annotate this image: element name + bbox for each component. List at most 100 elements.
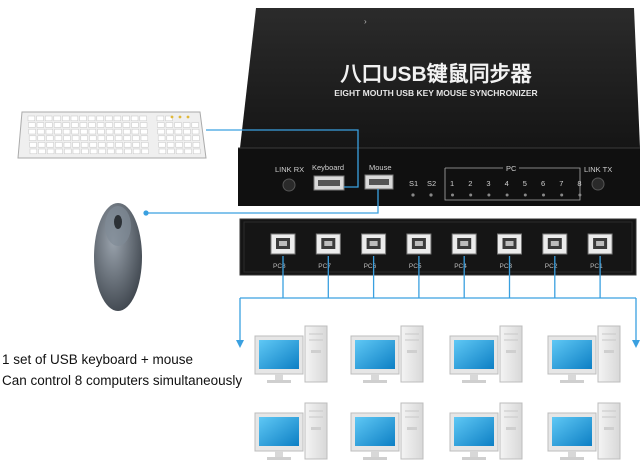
keyboard-key	[79, 122, 88, 128]
keyboard-key	[183, 135, 192, 141]
pc-indicator-number: 8	[577, 179, 581, 188]
back-port-label: PC2	[545, 263, 558, 270]
keyboard-key	[167, 148, 175, 155]
caption-line-2: Can control 8 computers simultaneously	[2, 373, 243, 388]
keyboard-key	[141, 142, 149, 148]
computer-screen	[259, 417, 299, 446]
back-port-label: PC3	[500, 263, 513, 270]
keyboard-key	[191, 122, 199, 128]
keyboard-key	[182, 122, 191, 128]
keyboard-key	[96, 122, 105, 128]
keyboard-key	[29, 142, 37, 148]
keyboard-key	[97, 135, 106, 141]
keyboard-key	[97, 128, 105, 135]
keyboard-key	[114, 128, 122, 135]
mouse-illustration	[94, 203, 142, 311]
pc-indicator-led	[560, 193, 564, 197]
computer	[254, 325, 328, 383]
keyboard-key	[166, 135, 174, 141]
keyboard-key	[44, 115, 53, 122]
keyboard-key	[37, 128, 45, 135]
keyboard-key	[64, 148, 72, 155]
keyboard-key	[54, 135, 63, 141]
keyboard-key	[114, 135, 123, 141]
keyboard-key	[62, 128, 71, 135]
keyboard-key	[122, 115, 130, 122]
keyboard-key	[72, 148, 81, 155]
device-title-cn: 八口USB键鼠同步器	[340, 62, 532, 86]
pc-indicator-led	[542, 193, 545, 197]
keyboard-key	[45, 122, 53, 128]
keyboard-illustration	[17, 111, 207, 159]
link-rx-label: LINK RX	[275, 165, 304, 174]
back-panel-body	[239, 218, 637, 276]
keyboard-key	[131, 128, 140, 135]
keyboard-key	[62, 115, 70, 122]
keyboard-key	[157, 135, 166, 141]
keyboard-key	[28, 122, 36, 128]
link-tx-label: LINK TX	[584, 165, 612, 174]
computer-screen	[355, 417, 395, 446]
computer	[547, 402, 621, 460]
keyboard-key	[123, 142, 132, 148]
computer	[449, 325, 523, 383]
keyboard-key	[29, 148, 38, 155]
keyboard-key	[123, 135, 131, 141]
computer	[449, 402, 523, 460]
pc-indicator-led	[469, 193, 473, 197]
device-title-en: EIGHT MOUTH USB KEY MOUSE SYNCHRONIZER	[334, 88, 537, 98]
keyboard-key	[80, 135, 88, 141]
keyboard-key	[106, 142, 115, 148]
keyboard-key	[113, 115, 122, 122]
keyboard-key	[81, 148, 89, 155]
computer-screen	[355, 340, 395, 369]
keyboard-key	[165, 122, 174, 128]
computer-screen	[259, 340, 299, 369]
keyboard-key	[158, 142, 166, 148]
keyboard-key	[98, 148, 106, 155]
keyboard-key	[124, 148, 132, 155]
keyboard-key	[80, 128, 88, 135]
pc-indicator-number: 5	[523, 179, 527, 188]
switch-s1-label: S1	[409, 179, 418, 188]
back-port-label: PC6	[364, 263, 377, 270]
keyboard-key	[132, 135, 140, 141]
keyboard-key	[37, 135, 45, 141]
pc-label: PC	[506, 164, 517, 173]
computer	[254, 402, 328, 460]
keyboard-key	[184, 148, 192, 155]
keyboard-key	[96, 115, 104, 122]
keyboard-key	[139, 122, 148, 128]
computer-screen	[454, 417, 494, 446]
keyboard-key	[28, 128, 36, 135]
cable-lines	[146, 129, 637, 343]
keyboard-key	[36, 122, 45, 128]
keyboard-key	[55, 142, 63, 148]
keyboard-key	[105, 115, 113, 122]
keyboard-key	[165, 115, 173, 122]
keyboard-key	[166, 128, 174, 135]
keyboard-key	[115, 142, 123, 148]
keyboard-key	[131, 122, 139, 128]
keyboard-key	[88, 128, 97, 135]
link-rx-led	[282, 178, 296, 192]
keyboard-key	[71, 122, 79, 128]
keyboard-key	[107, 148, 115, 155]
computer-screen	[454, 340, 494, 369]
keyboard-key	[63, 135, 71, 141]
keyboard-key	[105, 122, 113, 128]
keyboard-key	[192, 135, 200, 141]
pc-indicator-number: 1	[450, 179, 454, 188]
back-port-label: PC1	[590, 263, 603, 270]
keyboard-key	[122, 122, 131, 128]
keyboard-key	[140, 135, 149, 141]
keyboard-key	[98, 142, 106, 148]
keyboard-key	[80, 142, 89, 148]
computer	[547, 325, 621, 383]
keyboard-key	[140, 128, 148, 135]
pc-indicator-led	[578, 193, 582, 197]
keyboard-key	[71, 135, 80, 141]
keyboard-key	[28, 135, 37, 141]
keyboard-key	[114, 122, 122, 128]
keyboard-key	[166, 142, 175, 148]
